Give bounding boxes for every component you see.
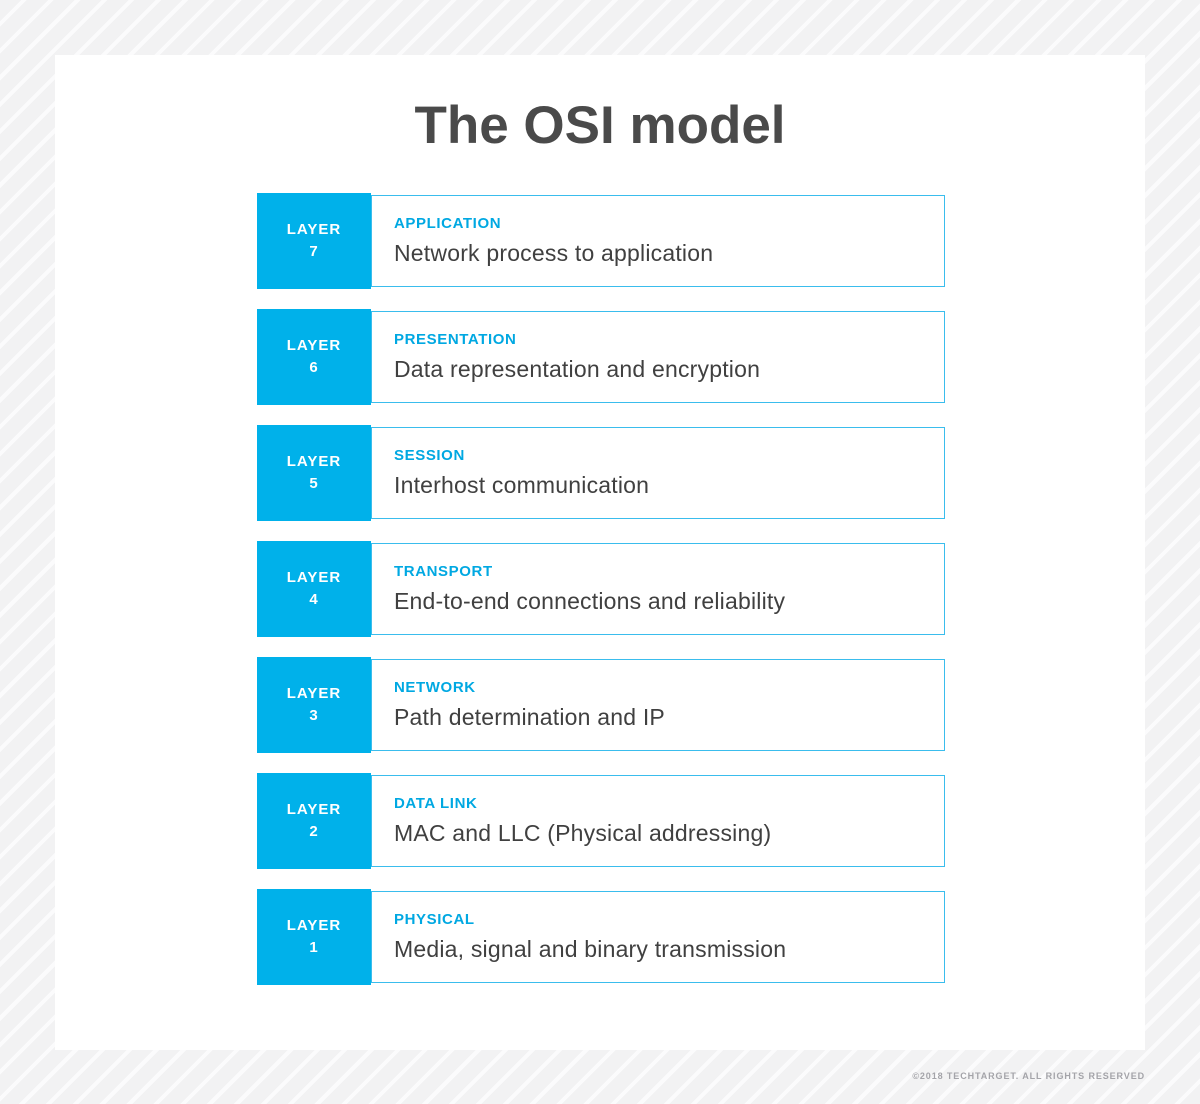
layer-content-box: TRANSPORT End-to-end connections and rel…: [371, 543, 945, 635]
layer-number-box: LAYER 7: [257, 193, 371, 289]
layer-word: LAYER: [286, 684, 342, 702]
layer-name: APPLICATION: [394, 215, 502, 232]
osi-layer-row: LAYER 5 SESSION Interhost communication: [257, 425, 945, 521]
layer-description: MAC and LLC (Physical addressing): [394, 820, 772, 846]
osi-layers-list: LAYER 7 APPLICATION Network process to a…: [257, 193, 945, 1005]
layer-word: LAYER: [286, 916, 342, 934]
layer-content-box: APPLICATION Network process to applicati…: [371, 195, 945, 287]
layer-number: 2: [309, 823, 319, 840]
layer-description: Network process to application: [394, 240, 714, 266]
layer-number: 4: [309, 591, 319, 608]
osi-layer-row: LAYER 2 DATA LINK MAC and LLC (Physical …: [257, 773, 945, 869]
layer-content-box: DATA LINK MAC and LLC (Physical addressi…: [371, 775, 945, 867]
layer-number-box: LAYER 6: [257, 309, 371, 405]
layer-name: DATA LINK: [394, 795, 478, 812]
layer-description: End-to-end connections and reliability: [394, 588, 786, 614]
layer-name: SESSION: [394, 447, 465, 464]
layer-word: LAYER: [286, 800, 342, 818]
layer-description: Media, signal and binary transmission: [394, 936, 787, 962]
page-title: The OSI model: [414, 96, 786, 155]
layer-description: Interhost communication: [394, 472, 650, 498]
layer-number-box: LAYER 3: [257, 657, 371, 753]
layer-number: 6: [309, 359, 319, 376]
osi-layer-row: LAYER 3 NETWORK Path determination and I…: [257, 657, 945, 753]
layer-name: NETWORK: [394, 679, 476, 696]
layer-word: LAYER: [286, 568, 342, 586]
layer-number: 1: [309, 939, 319, 956]
diagram-card: The OSI model LAYER 7 APPLICATION Networ…: [55, 55, 1145, 1050]
layer-word: LAYER: [286, 336, 342, 354]
layer-name: PRESENTATION: [394, 331, 517, 348]
layer-number: 5: [309, 475, 319, 492]
layer-name: TRANSPORT: [394, 563, 493, 580]
copyright-notice: ©2018 TECHTARGET. ALL RIGHTS RESERVED: [912, 1071, 1145, 1081]
osi-layer-row: LAYER 4 TRANSPORT End-to-end connections…: [257, 541, 945, 637]
layer-content-box: NETWORK Path determination and IP: [371, 659, 945, 751]
layer-number-box: LAYER 4: [257, 541, 371, 637]
layer-description: Data representation and encryption: [394, 356, 761, 382]
layer-word: LAYER: [286, 452, 342, 470]
osi-layer-row: LAYER 1 PHYSICAL Media, signal and binar…: [257, 889, 945, 985]
layer-content-box: PHYSICAL Media, signal and binary transm…: [371, 891, 945, 983]
layer-number-box: LAYER 5: [257, 425, 371, 521]
layer-number: 7: [309, 243, 319, 260]
layer-number: 3: [309, 707, 319, 724]
osi-layer-row: LAYER 7 APPLICATION Network process to a…: [257, 193, 945, 289]
layer-content-box: PRESENTATION Data representation and enc…: [371, 311, 945, 403]
layer-content-box: SESSION Interhost communication: [371, 427, 945, 519]
layer-description: Path determination and IP: [394, 704, 665, 730]
layer-word: LAYER: [286, 220, 342, 238]
osi-layer-row: LAYER 6 PRESENTATION Data representation…: [257, 309, 945, 405]
layer-name: PHYSICAL: [394, 911, 475, 928]
layer-number-box: LAYER 1: [257, 889, 371, 985]
layer-number-box: LAYER 2: [257, 773, 371, 869]
